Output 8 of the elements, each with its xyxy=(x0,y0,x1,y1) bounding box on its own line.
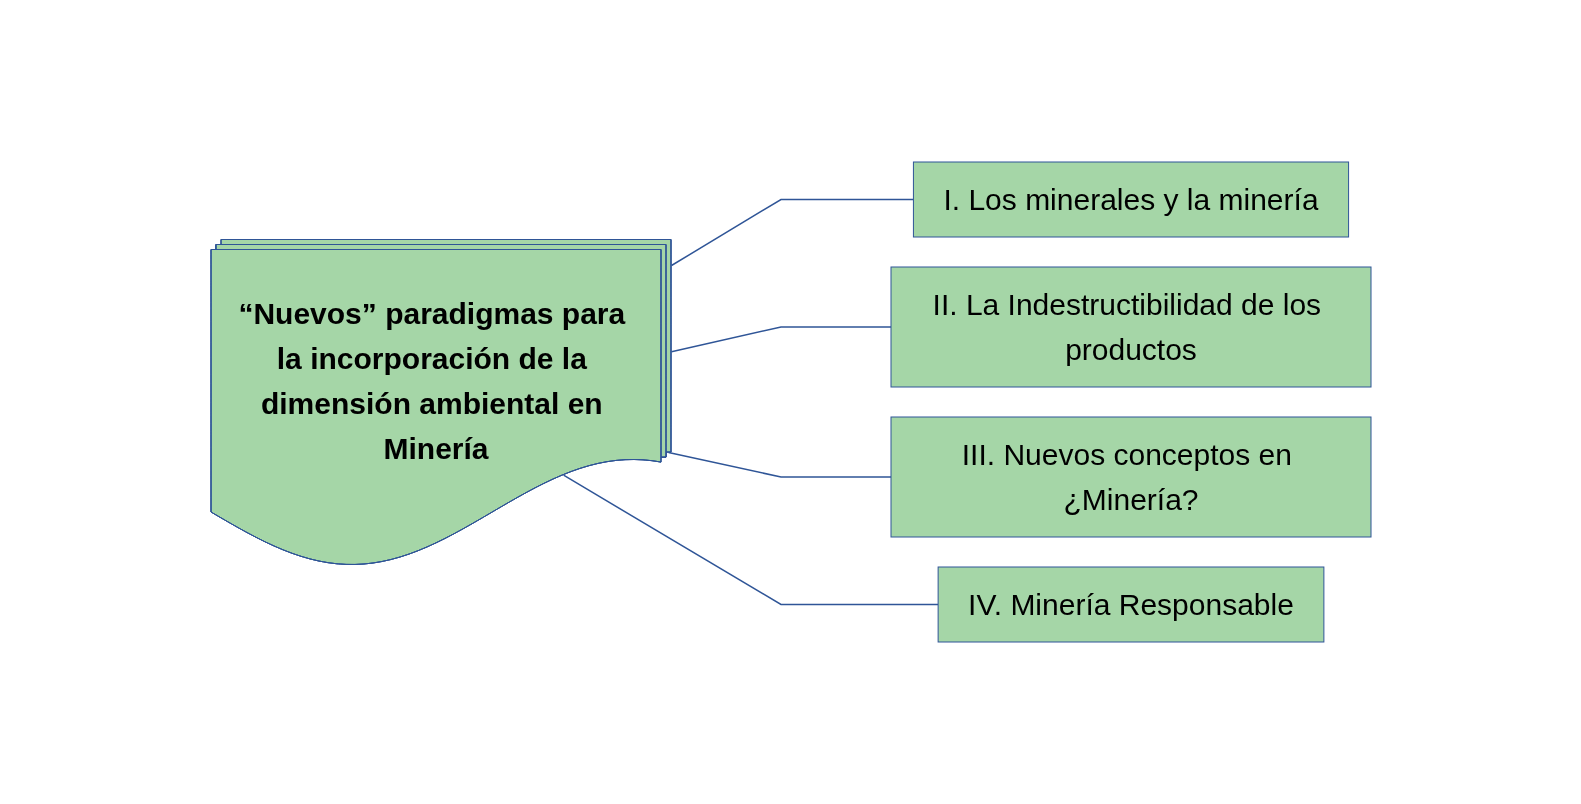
node-box: II. La Indestructibilidad de los productos xyxy=(890,266,1371,388)
connector xyxy=(562,474,939,606)
node-box: IV. Minería Responsable xyxy=(937,566,1324,643)
connector xyxy=(667,451,892,478)
node-box: I. Los minerales y la minería xyxy=(912,161,1349,238)
connector xyxy=(670,198,914,267)
connector xyxy=(670,326,892,353)
node-box: III. Nuevos conceptos en ¿Minería? xyxy=(890,416,1371,538)
